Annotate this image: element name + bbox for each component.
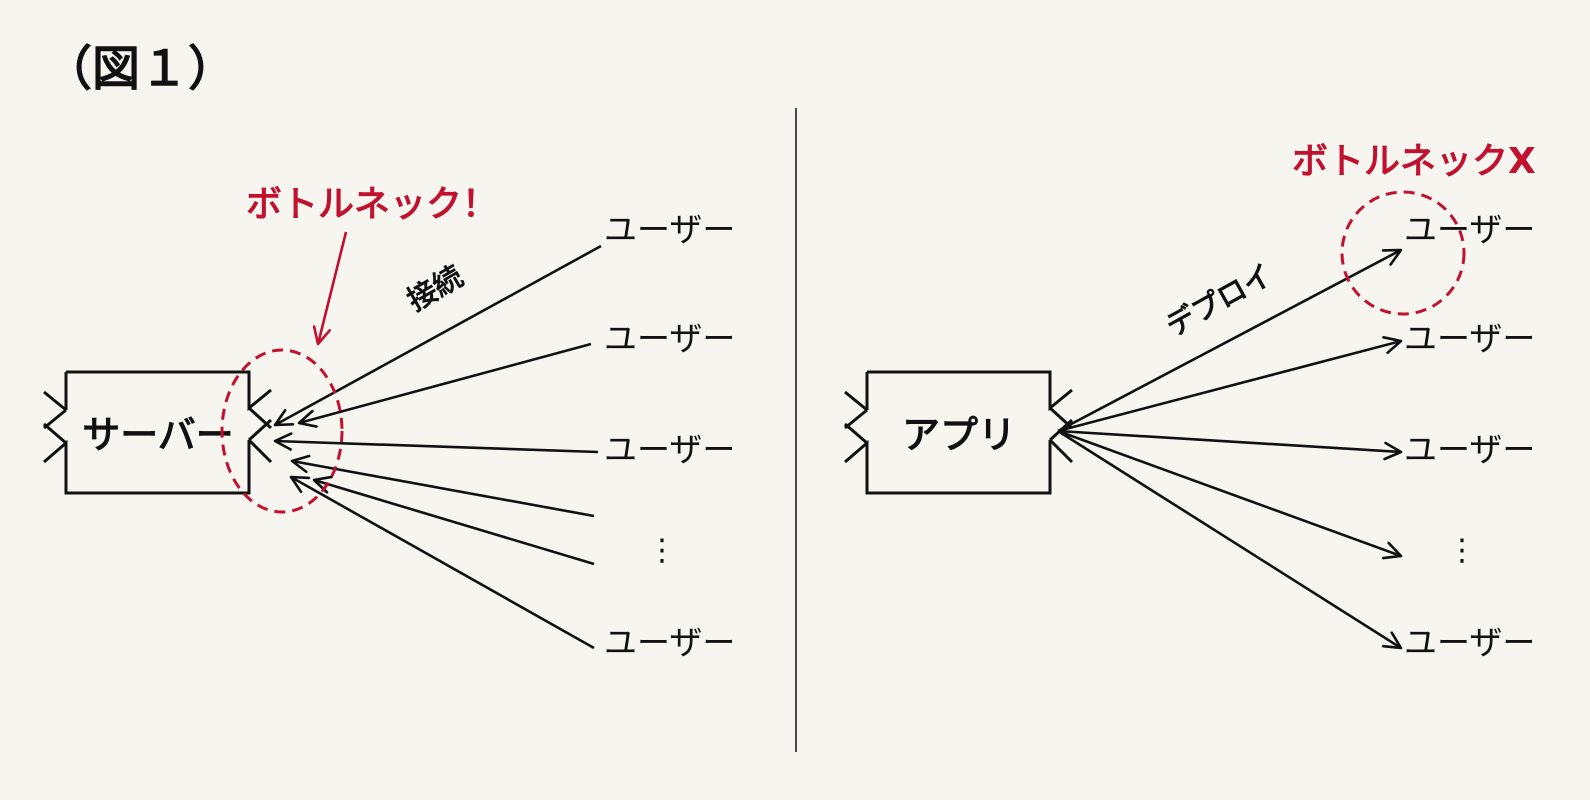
deploy-arrow — [1057, 429, 1403, 461]
user-label: ユーザー — [604, 210, 735, 249]
right-panel: アプリ デプロイ ユーザー ユーザー ユーザー ⋮ ユーザー ボトルネックX — [844, 141, 1536, 662]
connection-label: 接続 — [401, 259, 468, 317]
bottleneck-highlight — [220, 348, 344, 514]
user-label: ユーザー — [1404, 430, 1535, 469]
bottleneck-highlight — [1340, 190, 1466, 316]
user-label: ユーザー — [604, 430, 735, 469]
ellipsis: ⋮ — [647, 533, 677, 568]
user-label: ユーザー — [1404, 623, 1535, 662]
server-box — [43, 370, 273, 495]
figure-title: （図１） — [44, 41, 236, 97]
ellipsis: ⋮ — [1447, 533, 1477, 568]
user-label: ユーザー — [604, 623, 735, 662]
deploy-label: デプロイ — [1160, 257, 1278, 343]
callout-arrow — [312, 231, 348, 346]
no-bottleneck-label: ボトルネックX — [1292, 141, 1536, 182]
deploy-arrow — [1057, 429, 1403, 560]
connection-arrow — [273, 432, 599, 454]
deploy-arrow — [1057, 248, 1403, 433]
user-label: ユーザー — [604, 319, 735, 358]
deploy-arrow — [1057, 429, 1403, 650]
user-label: ユーザー — [1404, 210, 1535, 249]
connection-arrow — [289, 475, 595, 650]
connection-arrow — [273, 244, 602, 427]
app-label: アプリ — [902, 413, 1016, 457]
server-label: サーバー — [82, 413, 234, 457]
connection-arrow — [312, 475, 595, 566]
connection-arrow — [297, 342, 592, 428]
deploy-arrow — [1057, 336, 1403, 433]
connection-arrow — [290, 454, 595, 518]
left-panel: サーバー 接続 ユーザー ユーザー ユーザー ⋮ ユーザー ボトルネック！ — [43, 184, 735, 662]
user-label: ユーザー — [1404, 319, 1535, 358]
bottleneck-label: ボトルネック！ — [246, 184, 498, 225]
